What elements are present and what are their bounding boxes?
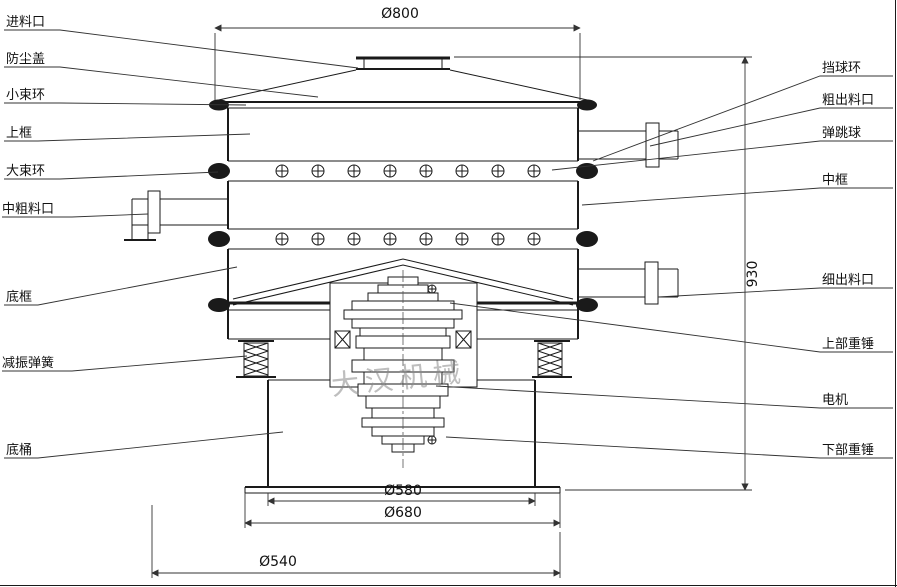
bouncing-balls-row-2 xyxy=(275,232,541,246)
label-dust-cover: 防尘盖 xyxy=(6,51,45,67)
labels-left: 进料口 防尘盖 小束环 上框 大束环 中粗料口 底框 减振弹簧 底桶 xyxy=(2,15,54,458)
dimension-total-height: 930 xyxy=(454,56,761,491)
damping-spring-left xyxy=(236,340,276,378)
upper-frame-drawing xyxy=(227,108,579,161)
dust-cover-drawing xyxy=(213,69,593,102)
label-bouncing-ball: 弹跳球 xyxy=(822,126,861,141)
label-upper-weight: 上部重锤 xyxy=(822,336,874,352)
leader-lines xyxy=(2,29,893,459)
dimension-flange-diameter: Ø680 xyxy=(244,493,561,528)
dim-top-diameter-text: Ø800 xyxy=(381,6,419,22)
coarse-outlet-drawing xyxy=(578,122,679,168)
labels-right: 挡球环 粗出料口 弹跳球 中框 细出料口 上部重锤 电机 下部重锤 xyxy=(822,61,874,458)
label-bottom-barrel: 底桶 xyxy=(6,442,32,458)
label-small-clamp-ring: 小束环 xyxy=(6,88,45,103)
machine-drawing xyxy=(124,56,679,494)
fine-outlet-drawing xyxy=(578,261,679,305)
label-coarse-outlet: 粗出料口 xyxy=(822,93,874,108)
label-upper-frame: 上框 xyxy=(6,126,32,141)
dim-base-text: Ø540 xyxy=(259,554,297,570)
bouncing-balls-row-1 xyxy=(275,164,541,178)
screen-deck-2 xyxy=(208,228,598,250)
small-clamp-ring-drawing xyxy=(209,99,597,111)
large-clamp-ring-left xyxy=(208,163,230,179)
dim-height-text: 930 xyxy=(745,261,761,288)
motor-assembly-drawing xyxy=(329,270,478,468)
label-middle-coarse-outlet: 中粗料口 xyxy=(2,202,54,217)
label-large-clamp-ring: 大束环 xyxy=(6,164,45,179)
label-bottom-frame: 底框 xyxy=(6,289,32,305)
feed-inlet-drawing xyxy=(356,56,450,70)
label-damping-spring: 减振弹簧 xyxy=(2,355,54,371)
dim-barrel-text: Ø580 xyxy=(384,483,422,499)
label-middle-frame: 中框 xyxy=(822,173,848,188)
damping-spring-right xyxy=(532,340,572,378)
middle-frame-drawing xyxy=(227,181,579,229)
label-feed-inlet: 进料口 xyxy=(6,15,45,30)
screen-deck-1 xyxy=(208,160,598,182)
dimension-top-diameter: Ø800 xyxy=(214,6,581,100)
label-lower-weight: 下部重锤 xyxy=(822,442,874,458)
motor-mount-bolts xyxy=(334,330,472,349)
label-motor: 电机 xyxy=(822,393,848,408)
middle-coarse-outlet-drawing xyxy=(124,190,228,241)
label-fine-outlet: 细出料口 xyxy=(822,273,874,288)
label-ball-stop-ring: 挡球环 xyxy=(822,61,861,76)
dimension-base-diameter: Ø540 xyxy=(151,505,561,578)
dimension-barrel-diameter: Ø580 xyxy=(267,483,536,506)
dim-flange-text: Ø680 xyxy=(384,505,422,521)
